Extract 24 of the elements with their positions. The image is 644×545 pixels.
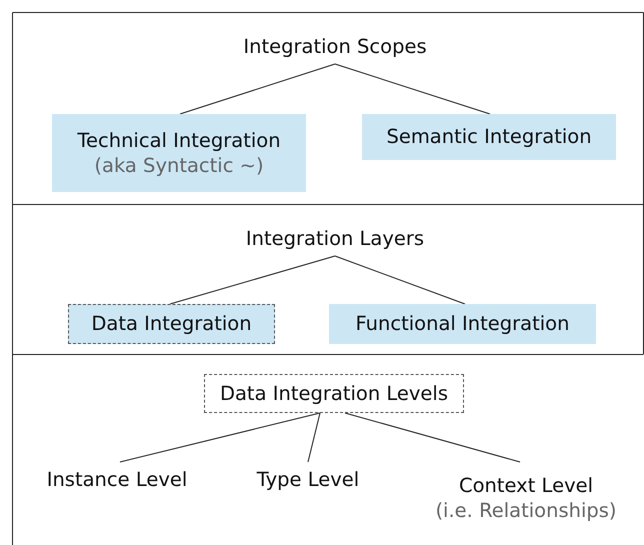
note-text: (aka Syntactic ∼): [94, 153, 264, 178]
node-label: Type Level: [238, 462, 378, 498]
box-label: Data Integration Levels: [220, 380, 448, 406]
dashed-box: [204, 374, 464, 413]
concept-box: [329, 304, 596, 344]
connector-line: [170, 256, 336, 304]
concept-box: [52, 114, 306, 192]
node-label: Integration Layers: [230, 222, 440, 256]
box-label: Semantic Integration: [386, 124, 592, 150]
connector-line: [308, 412, 320, 462]
concept-box: [68, 304, 275, 344]
concept-box: [362, 114, 616, 160]
box-label: Technical Integration: [77, 128, 281, 153]
connector-line: [334, 64, 490, 114]
node-label: Instance Level: [30, 462, 204, 498]
connector-line: [180, 64, 336, 114]
box-label: Context Level: [458, 472, 594, 498]
box-label: Functional Integration: [356, 311, 570, 337]
note-text: (i.e. Relationships): [435, 498, 617, 524]
node-label: Integration Scopes: [230, 30, 440, 64]
connector-line: [120, 412, 320, 462]
connector-line: [344, 412, 520, 462]
connector-line: [334, 256, 466, 304]
box-label: Data Integration: [91, 311, 252, 337]
